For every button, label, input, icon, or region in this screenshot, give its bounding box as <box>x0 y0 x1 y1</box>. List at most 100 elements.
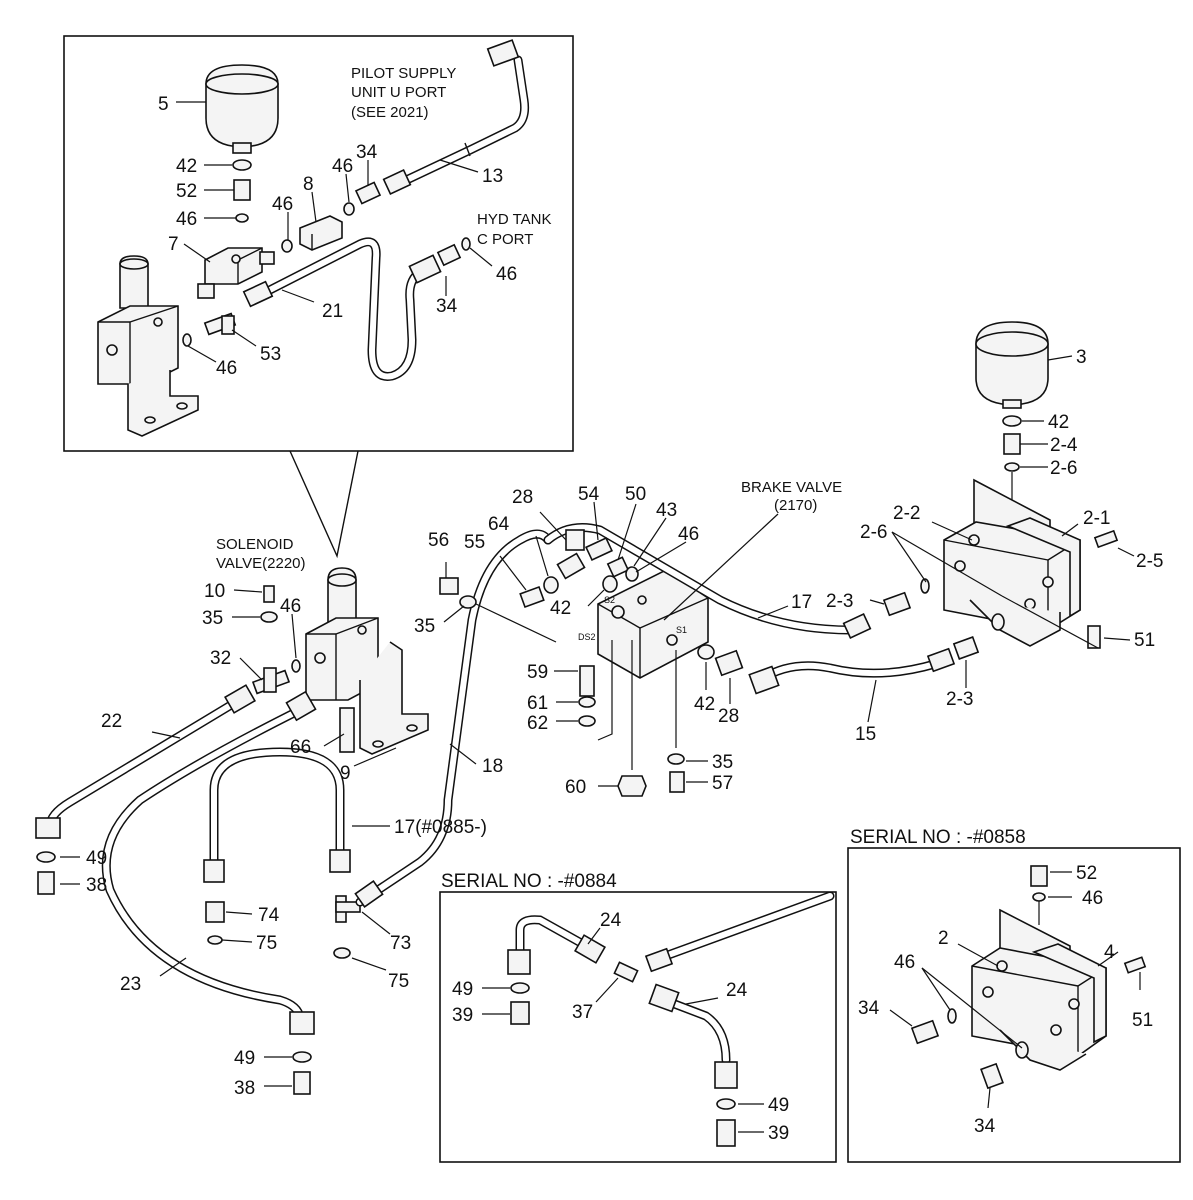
callout-45: 55 <box>464 532 485 553</box>
adapter-52 <box>233 179 251 201</box>
tee-37 <box>613 961 639 983</box>
o-ring-46f <box>625 566 639 582</box>
nut-60 <box>617 775 647 797</box>
block-7 <box>197 247 275 299</box>
callout-3: 46 <box>176 209 197 230</box>
washer-42 <box>232 159 252 171</box>
washer-42-right <box>1002 415 1022 427</box>
callout-43: 38 <box>234 1078 255 1099</box>
callout-28: 35 <box>202 608 223 629</box>
callout-14: 46 <box>216 358 237 379</box>
adapter-39b <box>716 1119 736 1147</box>
callout-48: 28 <box>512 487 533 508</box>
callout-39: 73 <box>390 933 411 954</box>
fitting-28a <box>556 552 586 580</box>
callout-5: 8 <box>303 174 314 195</box>
callout-20: 2-1 <box>1083 508 1110 529</box>
adapter-39a <box>510 1001 530 1025</box>
callout-77: 51 <box>1132 1010 1153 1031</box>
washer-49d <box>716 1098 736 1110</box>
callout-71: 52 <box>1076 863 1097 884</box>
tee-32 <box>251 667 291 695</box>
plug-56 <box>439 577 459 595</box>
serial-box-0884-frame <box>439 891 837 1163</box>
washer-61 <box>578 696 596 708</box>
callout-58: 62 <box>527 713 548 734</box>
callout-24: 51 <box>1134 630 1155 651</box>
hose-13-end <box>382 169 412 195</box>
hose-22-elbow <box>35 817 61 839</box>
callout-0: 5 <box>158 94 169 115</box>
callout-75: 46 <box>894 952 915 973</box>
hose-21-end <box>242 280 274 308</box>
callout-33: 9 <box>340 763 351 784</box>
callout-64: 24 <box>600 910 622 931</box>
callout-55: 18 <box>482 756 503 777</box>
washer-35c <box>667 753 685 765</box>
fitting-28b <box>714 649 744 677</box>
fitting-34c <box>910 1019 940 1045</box>
callout-52: 46 <box>678 524 699 545</box>
solenoid-valve <box>305 567 429 755</box>
bolt-66 <box>339 707 355 753</box>
callout-73: 2 <box>938 928 949 949</box>
callout-10: 21 <box>322 301 343 322</box>
accumulator-3-assembly <box>975 321 1049 409</box>
hose-15-end-b <box>926 647 956 673</box>
o-ring-75b <box>333 947 351 959</box>
callout-76: 34 <box>858 998 880 1019</box>
hose-23-elbow <box>289 1011 315 1035</box>
bolt-59 <box>579 665 595 697</box>
callout-57: 61 <box>527 693 548 714</box>
washer-64 <box>543 576 559 594</box>
callout-1: 42 <box>176 156 197 177</box>
washer-62 <box>578 715 596 727</box>
part-callouts: 5 42 52 46 7 8 46 46 34 13 21 34 46 53 4… <box>86 94 1163 1144</box>
callout-11: 34 <box>436 296 458 317</box>
hose-24b-nut <box>714 1061 738 1089</box>
hose-upper-end <box>644 947 674 973</box>
o-ring-46h <box>947 1008 957 1024</box>
detail-inset-callout <box>289 450 359 559</box>
callout-61: 28 <box>718 706 739 727</box>
o-ring-2-6b <box>920 578 930 594</box>
bracket-block-2 <box>943 478 1081 647</box>
callout-67: 37 <box>572 1002 593 1023</box>
o-ring-46d <box>182 333 192 347</box>
hose-18-end <box>354 880 384 908</box>
callout-18: 2-6 <box>1050 458 1077 479</box>
callout-46: 35 <box>414 616 435 637</box>
washer-49b <box>292 1051 312 1063</box>
callout-54: 17 <box>791 592 812 613</box>
callout-41: 23 <box>120 974 141 995</box>
serial-box-0884: SERIAL NO : -#0884 <box>439 871 837 1163</box>
hose-24a-nut <box>507 949 531 975</box>
plug-57 <box>669 771 685 793</box>
hose-24b-end <box>648 983 680 1013</box>
bolt-51b <box>1123 956 1147 974</box>
note-hyd-tank-2: C PORT <box>477 231 533 248</box>
callout-63: 57 <box>712 773 733 794</box>
callout-60: 42 <box>694 694 715 715</box>
callout-70: 39 <box>768 1123 789 1144</box>
callout-44: 56 <box>428 530 449 551</box>
callout-22: 2-6 <box>860 522 887 543</box>
adapter-52b <box>1030 865 1048 887</box>
callout-27: 10 <box>204 581 225 602</box>
callout-9: 13 <box>482 166 503 187</box>
callout-2: 52 <box>176 181 197 202</box>
note-pilot-supply-1: PILOT SUPPLY <box>351 65 456 82</box>
callout-38: 75 <box>256 933 277 954</box>
o-ring-46c <box>343 202 355 216</box>
o-ring-75a <box>207 935 223 945</box>
callout-31: 22 <box>101 711 122 732</box>
callout-23: 2-3 <box>826 591 853 612</box>
port-mark-ds2: DS2 <box>578 632 596 642</box>
callout-78: 34 <box>974 1116 996 1137</box>
callout-15: 3 <box>1076 347 1087 368</box>
callout-12: 46 <box>496 264 517 285</box>
callout-29: 46 <box>280 596 301 617</box>
plug-55 <box>519 585 545 609</box>
